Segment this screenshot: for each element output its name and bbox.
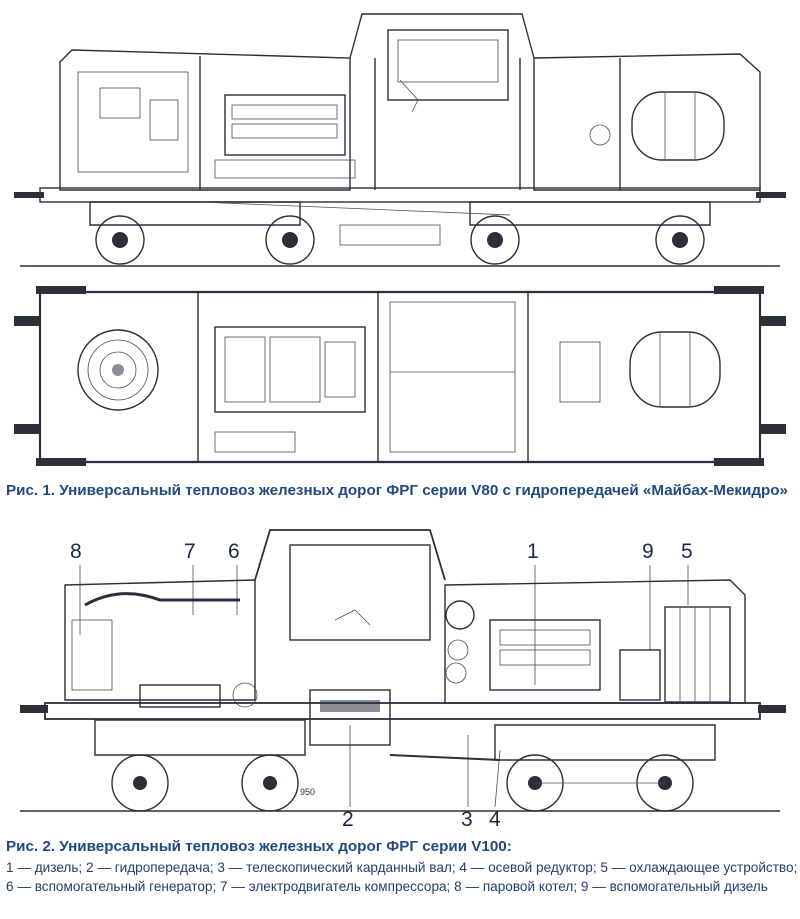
- figure2-legend: 1 — дизель; 2 — гидропередача; 3 — телес…: [6, 860, 798, 894]
- callout-3: 3: [461, 808, 473, 831]
- callout-4: 4: [489, 808, 501, 831]
- callout-1: 1: [527, 540, 539, 563]
- callout-2: 2: [342, 808, 354, 831]
- figure1-caption: Рис. 1. Универсальный тепловоз железных …: [6, 482, 788, 499]
- dimension-note: 950: [300, 787, 315, 797]
- figure2-caption: Рис. 2. Универсальный тепловоз железных …: [6, 838, 512, 855]
- v80-plan-view-drawing: [0, 282, 800, 472]
- callout-5: 5: [681, 540, 693, 563]
- v100-side-view-drawing: 950: [0, 525, 800, 830]
- callout-7: 7: [184, 540, 196, 563]
- v80-side-view-drawing: [0, 0, 800, 270]
- callout-6: 6: [228, 540, 240, 563]
- callout-9: 9: [642, 540, 654, 563]
- callout-8: 8: [70, 540, 82, 563]
